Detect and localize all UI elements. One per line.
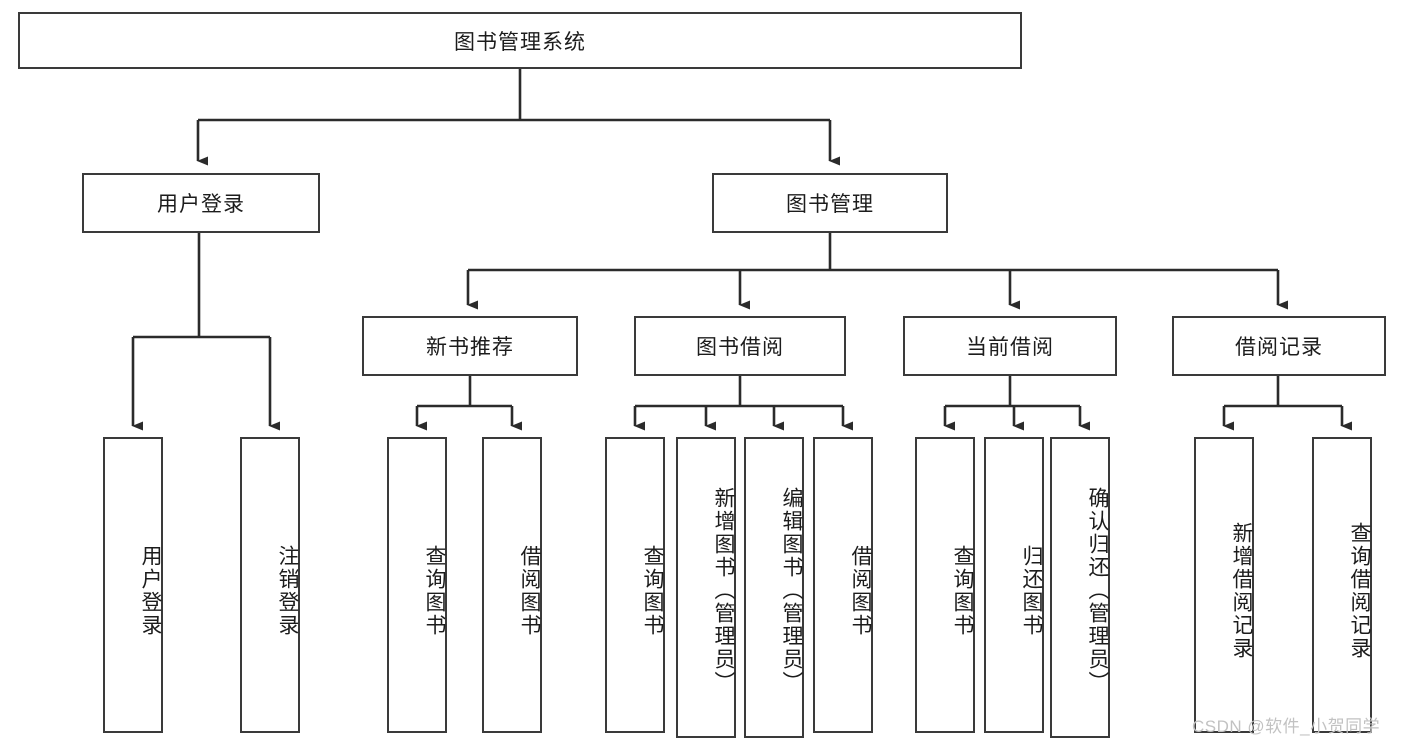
leaf-confirm-return[interactable]: 确认归还（管理员） — [1050, 437, 1110, 738]
leaf-confirm-return-label: 确认归还（管理员） — [1086, 487, 1109, 694]
node-book-manage-label: 图书管理 — [786, 193, 874, 216]
node-root-label: 图书管理系统 — [454, 30, 586, 54]
leaf-borrow-book-2-label: 借阅图书 — [849, 545, 872, 637]
node-book-borrow-label: 图书借阅 — [696, 336, 784, 359]
leaf-return-book-label: 归还图书 — [1020, 545, 1043, 637]
leaf-return-book[interactable]: 归还图书 — [984, 437, 1044, 733]
node-book-manage[interactable]: 图书管理 — [712, 173, 948, 233]
node-user-login-label: 用户登录 — [157, 193, 245, 216]
leaf-edit-book[interactable]: 编辑图书（管理员） — [744, 437, 804, 738]
leaf-add-record[interactable]: 新增借阅记录 — [1194, 437, 1254, 733]
leaf-logout[interactable]: 注销登录 — [240, 437, 300, 733]
leaf-add-book[interactable]: 新增图书（管理员） — [676, 437, 736, 738]
leaf-query-record[interactable]: 查询借阅记录 — [1312, 437, 1372, 733]
node-user-login[interactable]: 用户登录 — [82, 173, 320, 233]
leaf-query-record-label: 查询借阅记录 — [1348, 522, 1371, 660]
node-borrow-record[interactable]: 借阅记录 — [1172, 316, 1386, 376]
leaf-borrow-book-1[interactable]: 借阅图书 — [482, 437, 542, 733]
leaf-add-record-label: 新增借阅记录 — [1230, 522, 1253, 660]
csdn-watermark: CSDN @软件_小贺同学 — [1192, 717, 1381, 736]
leaf-user-login-label: 用户登录 — [139, 545, 162, 637]
leaf-query-book-3-label: 查询图书 — [951, 545, 974, 637]
node-current-borrow-label: 当前借阅 — [966, 336, 1054, 359]
leaf-query-book-2-label: 查询图书 — [641, 545, 664, 637]
leaf-logout-label: 注销登录 — [276, 545, 299, 637]
node-current-borrow[interactable]: 当前借阅 — [903, 316, 1117, 376]
node-book-borrow[interactable]: 图书借阅 — [634, 316, 846, 376]
leaf-borrow-book-1-label: 借阅图书 — [518, 545, 541, 637]
leaf-borrow-book-2[interactable]: 借阅图书 — [813, 437, 873, 733]
node-root[interactable]: 图书管理系统 — [18, 12, 1022, 69]
node-new-book-rec-label: 新书推荐 — [426, 336, 514, 359]
leaf-query-book-2[interactable]: 查询图书 — [605, 437, 665, 733]
leaf-edit-book-label: 编辑图书（管理员） — [780, 487, 803, 694]
leaf-query-book-1-label: 查询图书 — [423, 545, 446, 637]
leaf-add-book-label: 新增图书（管理员） — [712, 487, 735, 694]
node-borrow-record-label: 借阅记录 — [1235, 336, 1323, 359]
node-new-book-rec[interactable]: 新书推荐 — [362, 316, 578, 376]
leaf-user-login[interactable]: 用户登录 — [103, 437, 163, 733]
leaf-query-book-1[interactable]: 查询图书 — [387, 437, 447, 733]
leaf-query-book-3[interactable]: 查询图书 — [915, 437, 975, 733]
